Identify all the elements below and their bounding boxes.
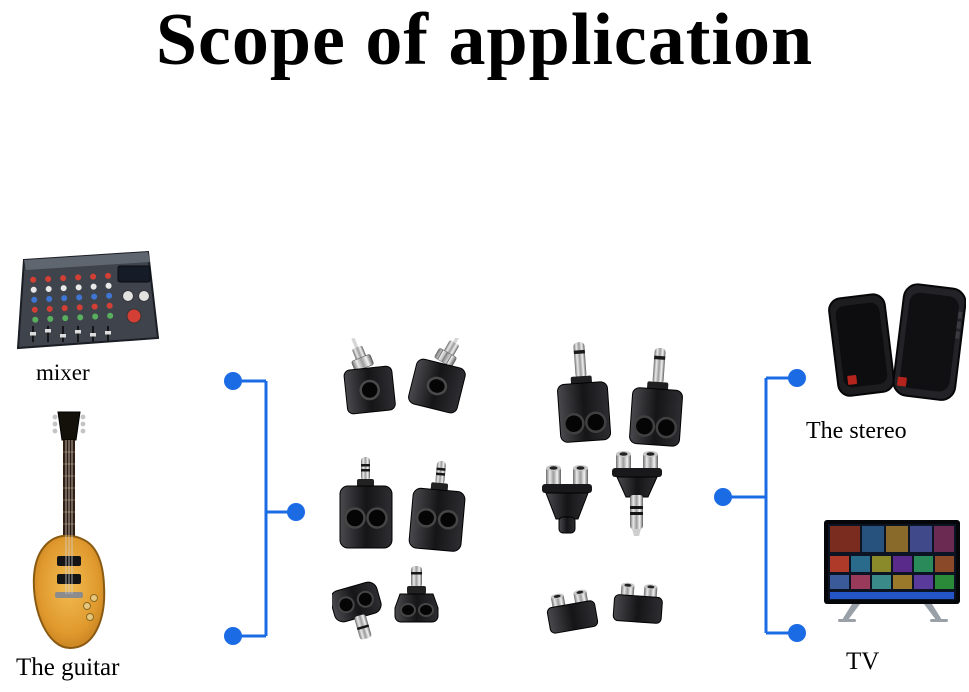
- mixer-knobs: [30, 272, 114, 323]
- tv-thumbnails: [830, 526, 954, 599]
- 35mm-male-to-dual-female-splitter-pair-icon: [338, 455, 473, 555]
- dual-rca-female-coupler-pair-icon: [544, 576, 674, 651]
- guitar-image: [24, 410, 114, 652]
- rca-female-y-splitter-pair-icon: [540, 450, 675, 565]
- rca-male-to-35mm-adapter-pair-icon: [340, 338, 485, 433]
- tv-image: [818, 518, 966, 626]
- guitar-label: The guitar: [16, 654, 120, 681]
- tv-label: TV: [846, 648, 880, 675]
- stereo-speakers-image: [824, 274, 966, 412]
- connector-bracket-dots: [224, 369, 806, 645]
- connector-bracket-lines: [233, 376, 797, 638]
- 635mm-male-to-dual-35mm-splitter-pair-icon: [332, 566, 447, 646]
- stereo-label: The stereo: [806, 418, 907, 444]
- mixer-label: mixer: [36, 360, 90, 385]
- 635mm-mono-to-dual-jack-adapter-pair-icon: [556, 342, 691, 452]
- guitar-tuners: [52, 414, 86, 434]
- page-title: Scope of application: [155, 0, 814, 81]
- mixer-image: [12, 244, 160, 356]
